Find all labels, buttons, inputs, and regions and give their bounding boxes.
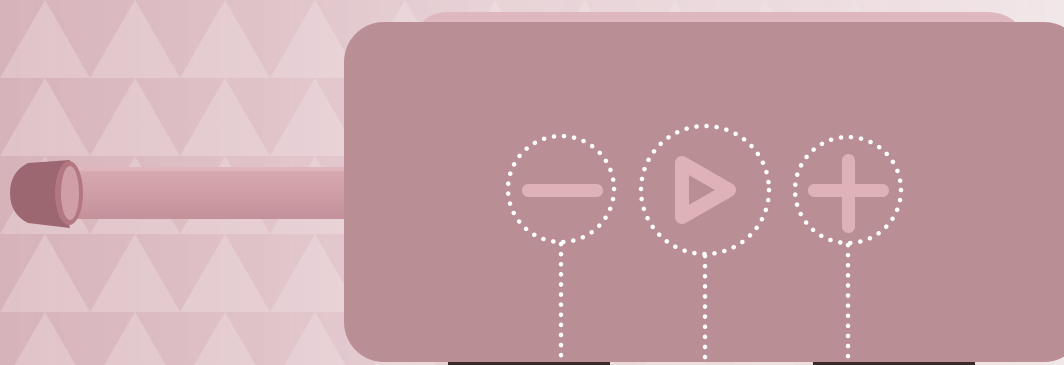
minus-icon	[522, 184, 603, 197]
power-cable	[60, 167, 344, 219]
speaker-body	[344, 22, 1064, 362]
cable-plug	[10, 160, 83, 228]
